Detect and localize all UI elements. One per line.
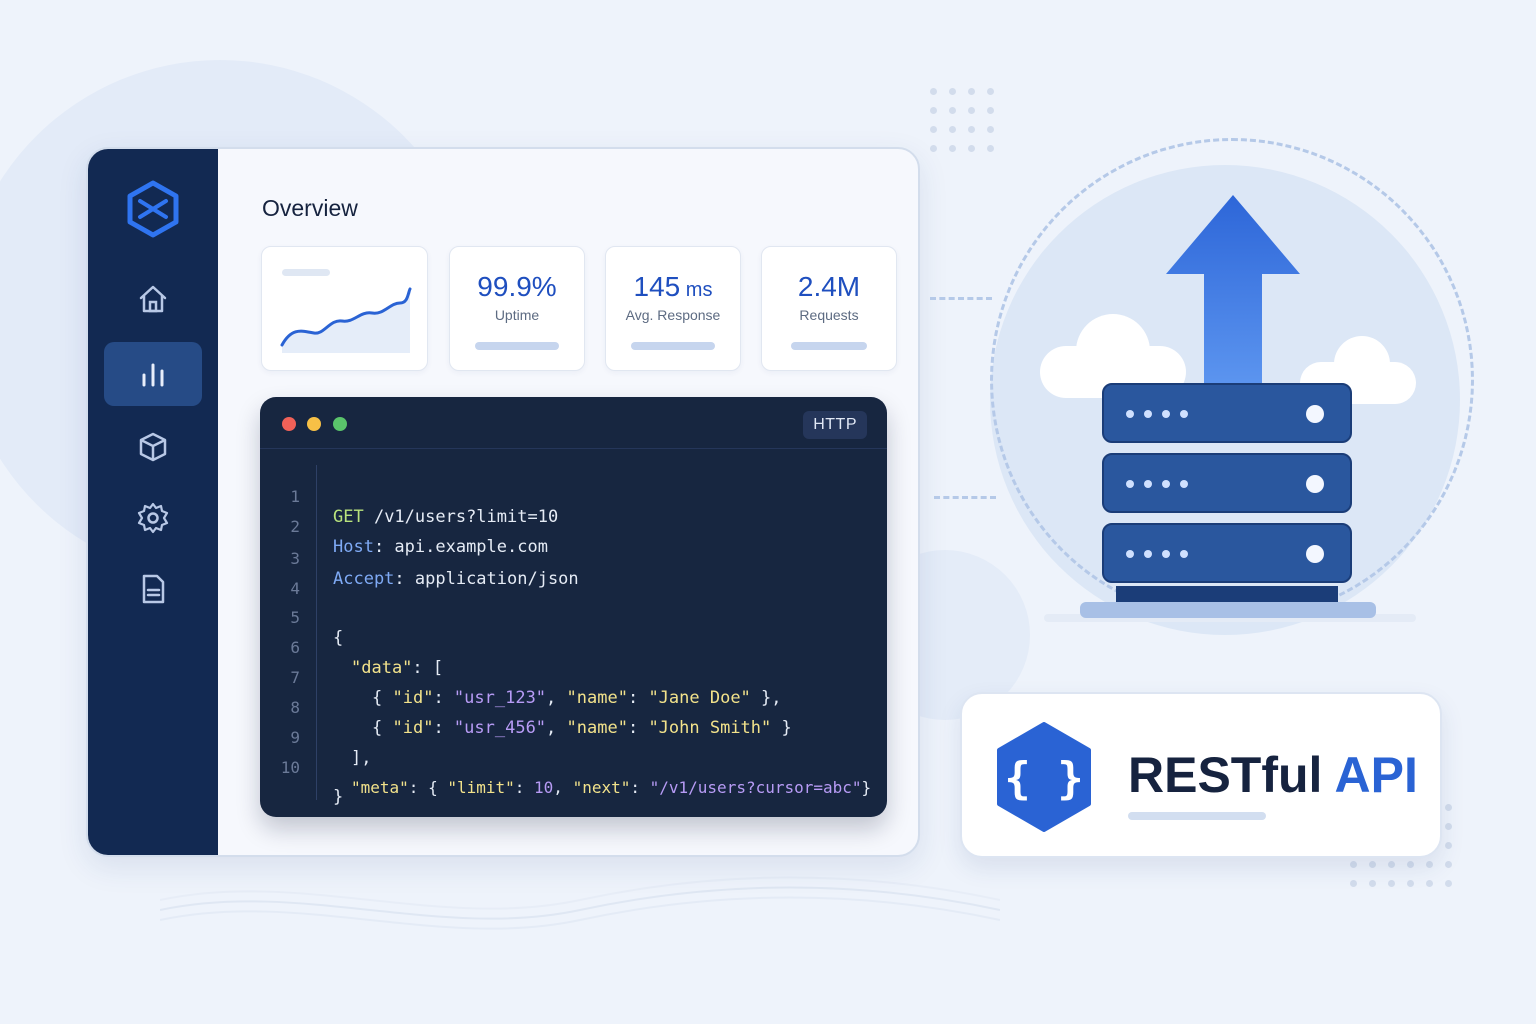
code-line: 6 "data": [ [290,638,444,678]
language-badge: HTTP [803,411,867,439]
stat-value: 145 ms [633,271,713,302]
code-line: 7 { "id": "usr_123", "name": "Jane Doe" … [290,668,782,708]
app-logo-icon[interactable] [126,179,180,239]
maximize-window-button[interactable] [333,417,347,431]
sparkline-chart [280,269,412,353]
code-line: 4 [290,579,300,598]
sidebar-item-home[interactable] [104,267,202,331]
stat-value: 99.9% [477,271,557,302]
gutter-divider [316,465,317,800]
sidebar [88,149,218,855]
code-line: 9 ], [290,728,372,768]
sidebar-item-settings[interactable] [104,486,202,550]
code-editor[interactable]: HTTP 1 GET /v1/users?limit=10 2 Host: ap… [260,397,887,817]
document-icon [142,574,165,604]
sidebar-item-packages[interactable] [104,415,202,479]
stat-bar [791,342,867,350]
server-unit [1102,523,1352,583]
sidebar-item-analytics[interactable] [104,342,202,406]
restful-api-badge: { } RESTful API [960,692,1442,858]
home-icon [139,285,167,313]
traffic-chart-card[interactable] [261,246,428,371]
stat-label: Avg. Response [625,307,721,323]
stat-value: 2.4M [797,271,861,302]
code-line: 1 GET /v1/users?limit=10 [290,487,559,527]
bar-chart-icon [142,363,164,387]
decorative-dots [930,88,994,152]
server-unit [1102,383,1352,443]
code-line: 2 Host: api.example.com [290,517,548,557]
page-title: Overview [262,195,358,221]
server-foot [1116,586,1338,604]
stat-label: Uptime [494,307,540,323]
ground-shadow [1044,614,1416,622]
minimize-window-button[interactable] [307,417,321,431]
badge-underline [1128,812,1266,820]
code-line: 3 Accept: application/json [290,549,579,589]
dashed-connector [930,297,992,300]
sidebar-item-docs[interactable] [104,557,202,621]
close-window-button[interactable] [282,417,296,431]
cloud-icon [1076,314,1150,388]
server-stack-icon [1102,383,1352,593]
stat-card-requests[interactable]: 2.4M Requests [761,246,897,371]
server-unit [1102,453,1352,513]
decorative-waves [160,876,1000,930]
stat-card-response[interactable]: 145 ms Avg. Response [605,246,741,371]
dashboard-window: Overview 99.9% Uptime 145 ms Avg. Respon… [86,147,920,857]
gear-icon [137,502,169,534]
upload-arrow-icon [1166,195,1300,390]
code-line: 5 { [290,608,344,648]
server-base [1080,602,1376,618]
code-line: 8 { "id": "usr_456", "name": "John Smith… [290,698,792,738]
stat-bar [631,342,715,350]
code-line: 10 "meta": { "limit": 10, "next": "/v1/u… [280,758,872,797]
cube-icon [139,432,167,462]
code-line: } [333,787,344,807]
badge-title: RESTful API [1128,747,1418,803]
curly-braces-icon: { } [997,722,1091,832]
stat-label: Requests [799,307,859,323]
svg-text:{ }: { } [1004,753,1083,804]
stat-card-uptime[interactable]: 99.9% Uptime [449,246,585,371]
editor-titlebar: HTTP [260,397,887,449]
dashed-connector [934,496,996,499]
cloud-icon [1334,336,1390,392]
stat-bar [475,342,559,350]
